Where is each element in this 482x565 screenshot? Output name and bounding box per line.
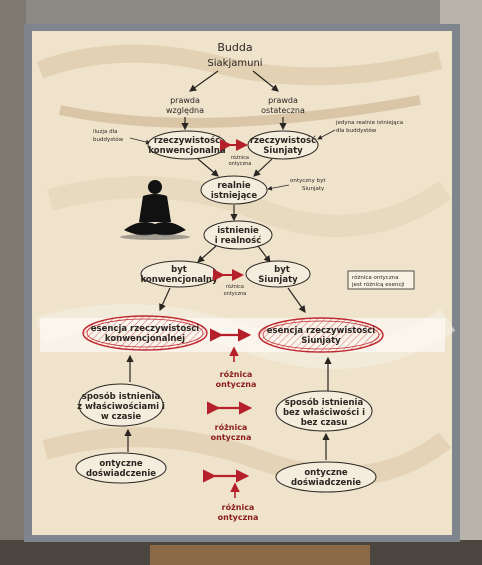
node-exist-l1: istnienie (217, 226, 259, 236)
node-mode-conv-l1: sposób istnienia (82, 391, 161, 402)
arrow-exist-to-conv-being (197, 245, 217, 263)
diff-small-2-l1: różnica (226, 283, 244, 290)
node-mode-empty (275, 390, 373, 432)
node-being-empty (245, 260, 311, 288)
diff-small-1-l1: różnica (231, 154, 249, 161)
node-essence-empty (258, 317, 384, 353)
note-ontyczny-l2: Siunjaty (302, 186, 325, 192)
node-real-l2: istniejące (211, 191, 257, 201)
note-jedyna-l1: jedyna realnie istniejąca (335, 120, 403, 126)
note-jedyna-pointer (317, 129, 336, 140)
root-title: Budda (217, 41, 252, 54)
node-essence-empty-outline (262, 320, 380, 350)
node-conv-reality-l2: konwencjonalna (148, 146, 226, 156)
wall-left (0, 0, 26, 565)
node-exp-conv (75, 452, 167, 484)
arrow-conv-to-real (197, 158, 219, 177)
node-real (200, 175, 268, 205)
diff-big-1-l1: różnica (220, 369, 253, 379)
node-essence-conv-l2: konwencjonalnej (105, 334, 185, 344)
node-exist-l2: i realność (215, 235, 261, 246)
diff-big-2-l2: ontyczna (211, 433, 252, 442)
node-empty-reality-l1: rzeczywistość (250, 135, 316, 146)
note-iluzja-pointer (129, 137, 151, 145)
node-essence-conv (82, 315, 208, 351)
diff-big-2-l1: różnica (215, 422, 248, 432)
arrow-root-relative (189, 70, 219, 92)
truth-relative-l1: prawda (170, 96, 200, 105)
node-mode-conv-l3: w czasie (101, 412, 142, 422)
note-jedyna-l2: dla buddystów (336, 127, 377, 134)
node-essence-empty-l1: esencja rzeczywistości (267, 325, 376, 336)
diff-small-1-l2: ontyczna (229, 161, 252, 167)
node-mode-empty-l1: sposób istnienia (285, 397, 364, 408)
node-being-empty-l2: Siunjaty (258, 275, 298, 285)
node-real-l1: realnie (217, 181, 251, 191)
node-empty-reality (247, 130, 319, 160)
note-iluzja-l2: buddystów (93, 136, 124, 143)
node-mode-conv (78, 383, 164, 427)
node-mode-conv-l2: z właściwościami i (77, 401, 165, 412)
note-ontyczny-pointer (267, 184, 290, 191)
note-box (347, 270, 415, 290)
node-being-conv-l2: konwencjonalny (140, 275, 218, 285)
node-empty-reality-l2: Siunjaty (263, 146, 303, 156)
note-ontyczny-l1: ontyczny byt (290, 178, 326, 184)
note-box-l2: jest różnicą esencji (351, 281, 405, 288)
arrow-empty-being-to-essence (287, 287, 306, 313)
paint-palette (150, 545, 370, 565)
root-subtitle: Siakjamuni (207, 58, 262, 69)
truth-ultimate-l1: prawda (268, 96, 298, 105)
diff-big-1-l2: ontyczna (216, 380, 257, 389)
node-exp-conv-l2: doświadczenie (86, 468, 156, 479)
node-being-conv-l1: byt (171, 265, 187, 275)
arrow-exist-to-empty-being (257, 245, 271, 263)
node-mode-empty-l3: bez czasu (301, 418, 348, 428)
arrow-empty-to-real (253, 158, 273, 177)
node-exp-empty (275, 461, 377, 493)
meditation-figure-icon (120, 180, 190, 240)
node-essence-empty-l2: Siunjaty (301, 336, 341, 346)
diff-big-3-l2: ontyczna (218, 513, 259, 522)
node-conv-reality-l1: rzeczywistość (154, 135, 220, 146)
node-being-empty-l1: byt (274, 265, 290, 275)
node-essence-conv-l1: esencja rzeczywistości (91, 323, 200, 334)
truth-ultimate-l2: ostateczna (261, 106, 305, 115)
arrow-root-ultimate (252, 70, 279, 92)
node-exp-empty-l2: doświadczenie (291, 477, 361, 488)
node-exist (203, 220, 273, 250)
arrow-conv-being-to-essence (159, 287, 171, 312)
diff-big-3-l1: różnica (222, 502, 255, 512)
truth-relative-l2: względna (166, 106, 204, 115)
node-exp-empty-l1: ontyczne (304, 468, 348, 478)
note-box-l1: różnica ontyczna (352, 274, 399, 281)
diff-small-2-l2: ontyczna (224, 291, 247, 297)
node-exp-conv-l1: ontyczne (99, 459, 143, 469)
node-essence-conv-outline (86, 318, 204, 348)
node-mode-empty-l2: bez właściwości i (283, 407, 365, 418)
note-iluzja-l1: iluzja dla (93, 129, 117, 135)
